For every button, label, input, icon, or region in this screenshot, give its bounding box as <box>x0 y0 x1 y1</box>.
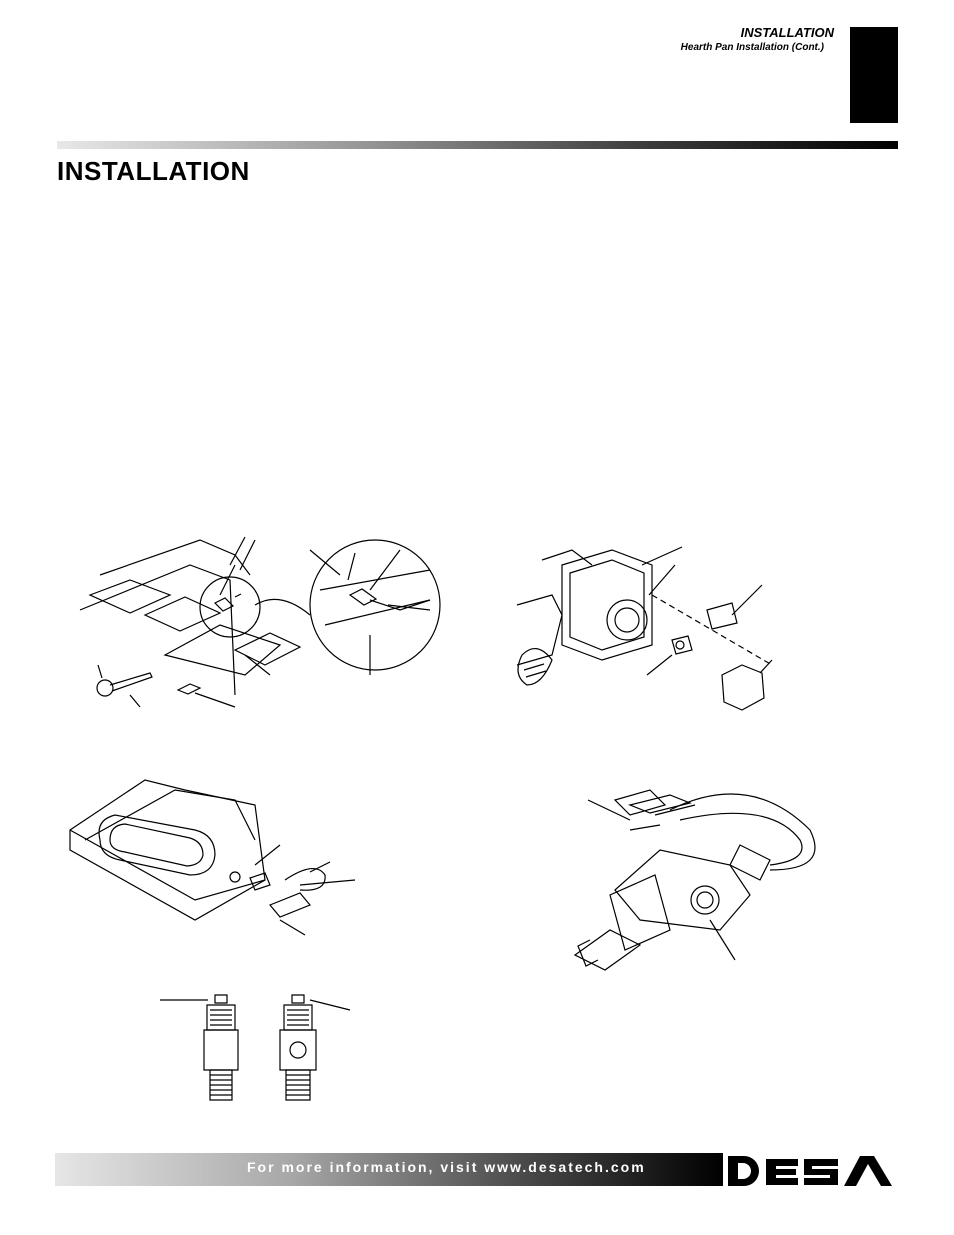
desa-logo <box>726 1153 898 1194</box>
section-tab <box>850 27 898 123</box>
header-section-title: INSTALLATION <box>740 25 834 40</box>
header-subsection-title: Hearth Pan Installation (Cont.) <box>680 42 824 53</box>
figure-orifice-fittings <box>160 990 360 1110</box>
footer-bar <box>55 1153 723 1186</box>
figure-valve-thermocouple <box>570 780 850 980</box>
figure-valve-pilot-adjust <box>512 545 782 725</box>
figure-burner-thermocouple <box>70 535 450 715</box>
page-title: INSTALLATION <box>57 156 250 186</box>
header-rule <box>57 141 898 149</box>
figure-burner-pan-fittings <box>65 760 365 940</box>
footer-info-text: For more information, visit www.desatech… <box>247 1159 646 1175</box>
